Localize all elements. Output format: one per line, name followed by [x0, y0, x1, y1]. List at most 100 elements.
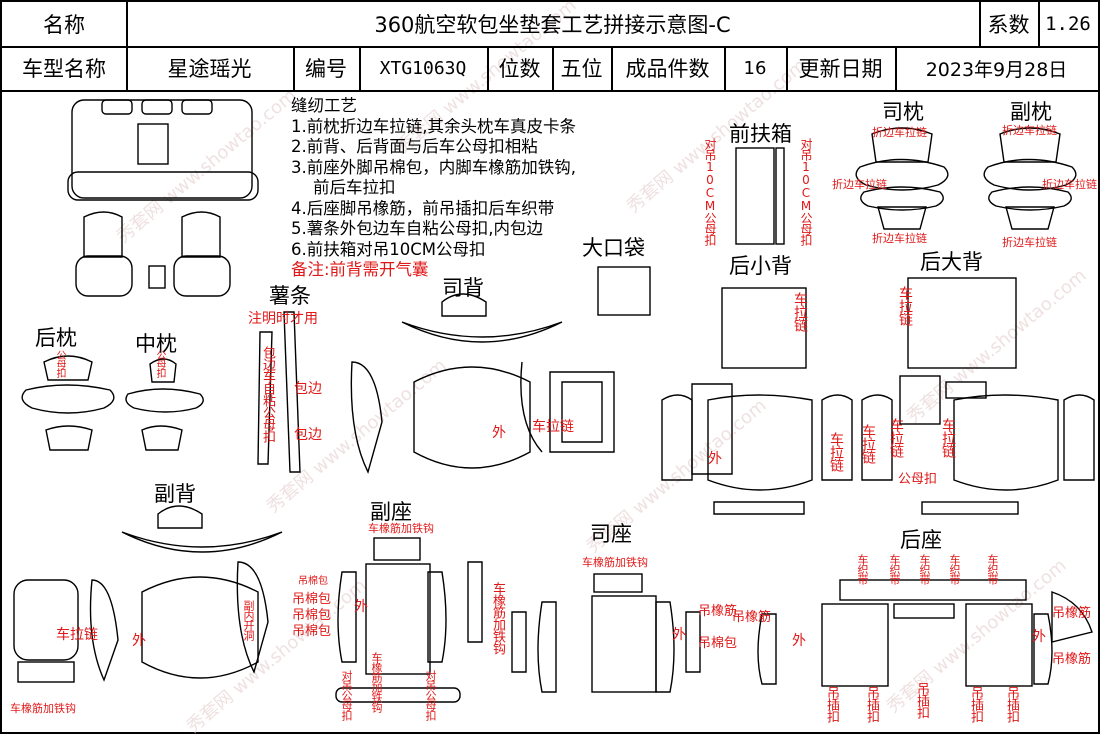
outer-note: 外	[132, 633, 146, 649]
passenger-seat-pattern	[335, 537, 483, 703]
hang-elastic-note: 吊橡筋	[698, 604, 738, 619]
elastic-hook-note: 车橡筋加铁钩	[490, 582, 505, 654]
cotton-bag-note: 吊棉包	[292, 608, 332, 623]
remark: 备注:前背需开气囊	[291, 260, 429, 279]
fries-note: 注明时才用	[248, 311, 318, 327]
passenger-back-title: 副背	[154, 482, 196, 506]
outer-note: 外	[792, 633, 806, 649]
hang-buckle-note: 吊插扣	[864, 686, 879, 722]
fries-strip-title: 薯条	[269, 284, 311, 308]
rear-bench-overview	[67, 99, 259, 201]
cotton-bag-note: 吊棉包	[292, 592, 332, 607]
header-divider	[359, 46, 361, 90]
header-divider	[487, 46, 489, 90]
front-armrest-pattern	[735, 147, 785, 245]
date-value: 2023年9月28日	[925, 58, 1068, 81]
hang-buckle-note: 吊插扣	[914, 682, 929, 718]
cotton-bag-note: 吊棉包	[292, 624, 332, 639]
rear-seat-pattern	[757, 579, 1093, 687]
outer-note: 外	[672, 627, 686, 643]
outer-note: 外	[492, 425, 506, 441]
rear-pillow-title: 后枕	[35, 326, 77, 350]
header-divider	[895, 46, 897, 90]
passenger-pillow-pattern	[983, 127, 1077, 230]
pair-hook-note: 车橡筋加铁钩	[370, 652, 383, 712]
outer-note: 外	[708, 451, 722, 467]
process-step: 5.薯条外包边车自粘公母扣,内包边	[291, 219, 543, 238]
webbing-note: 车织带	[856, 554, 869, 584]
big-bag-pattern	[597, 266, 651, 316]
fold-zipper-note: 折边车拉链	[872, 126, 927, 139]
page-title: 360航空软包坐垫套工艺拼接示意图-C	[374, 13, 731, 37]
driver-pillow-title: 司枕	[882, 100, 924, 124]
rear-pillow-pattern	[21, 355, 115, 451]
cotton-bag-note: 吊棉包	[698, 636, 738, 651]
passenger-seat-title: 副座	[370, 500, 412, 524]
fold-zipper-note: 折边车拉链	[872, 232, 927, 245]
process-step: 1.前枕折边车拉链,其余头枕车真皮卡条	[291, 116, 576, 136]
process-step: 3.前座外脚吊棉包，内脚车橡筋加铁钩,	[291, 157, 576, 177]
passenger-pillow-title: 副枕	[1010, 100, 1052, 124]
process-step: 2.前背、后背面与后车公母扣相粘	[291, 137, 538, 156]
webbing-note: 车织带	[986, 554, 999, 584]
fold-zipper-note: 折边车拉链	[832, 178, 887, 191]
passenger-back-pattern	[13, 505, 283, 683]
snap-note: 公母扣	[54, 350, 65, 377]
factor-value: 1.26	[1045, 13, 1091, 35]
rear-zipper-note: 车拉链	[940, 418, 956, 457]
process-step: 前后车拉扣	[313, 178, 396, 197]
binding-note: 包边	[294, 381, 322, 397]
hang-buckle-note: 吊插扣	[824, 686, 839, 722]
front-seats-overview	[75, 211, 231, 297]
process-step: 4.后座脚吊橡筋，前吊插扣后车织带	[291, 198, 555, 218]
header-divider	[724, 46, 726, 90]
fries-binding-note: 包边车自粘公母扣	[260, 346, 275, 442]
fold-zipper-note: 折边车拉链	[1042, 178, 1097, 191]
header-divider	[1038, 2, 1040, 46]
rear-zipper-note: 车拉链	[828, 432, 844, 471]
fold-zipper-note: 折边车拉链	[1002, 124, 1057, 137]
snap-note: 公母扣	[898, 472, 938, 487]
pieces-value: 16	[743, 57, 767, 79]
airbag-note: 副内开洞	[242, 600, 255, 640]
zipper-note: 车拉链	[532, 419, 574, 435]
process-step: 6.前扶箱对吊10CM公母扣	[291, 239, 486, 259]
snap-note: 公母扣	[154, 350, 165, 377]
webbing-note: 车织带	[888, 554, 901, 584]
rear-zipper-note: 车拉链	[888, 418, 904, 457]
model-value: 星途瑶光	[167, 57, 252, 81]
webbing-note: 车织带	[948, 554, 961, 584]
rear-zipper-note: 车拉链	[792, 292, 808, 331]
elastic-hook-note: 车橡筋加铁钩	[368, 522, 434, 535]
header-divider	[979, 2, 981, 46]
seats-label: 位数	[498, 57, 541, 81]
outer-note: 外	[1032, 629, 1046, 645]
code-value: XTG1063Q	[379, 57, 467, 79]
rear-small-back-title: 后小背	[729, 254, 792, 278]
cotton-bag-note: 吊棉包	[298, 576, 328, 587]
process-notes: 缝纫工艺 1.前枕折边车拉链,其余头枕车真皮卡条 2.前背、后背面与后车公母扣相…	[291, 96, 576, 281]
binding-note: 包边	[294, 427, 322, 443]
elastic-hook-note: 车橡筋加铁钩	[10, 702, 76, 715]
header-divider	[786, 46, 788, 90]
model-label: 车型名称	[22, 57, 106, 81]
code-label: 编号	[305, 57, 347, 81]
fries-strip-pattern	[257, 311, 301, 473]
header-divider	[552, 46, 554, 90]
rear-small-back-pattern	[661, 287, 853, 515]
hang-buckle-note: 吊插扣	[968, 686, 983, 722]
seats-value: 五位	[560, 57, 603, 81]
webbing-note: 车织带	[918, 554, 931, 584]
header-divider	[2, 90, 1098, 92]
pieces-label: 成品件数	[625, 57, 710, 81]
hang-elastic-note: 吊橡筋	[1052, 606, 1092, 621]
rear-zipper-note: 车拉链	[860, 424, 876, 463]
outer-note: 外	[354, 599, 368, 615]
hang-elastic-note: 吊橡筋	[732, 610, 772, 625]
pair-snap-note: 对吊公母扣	[424, 670, 437, 720]
armrest-note-left: 对吊10CM公母扣	[703, 138, 717, 245]
driver-back-title: 司背	[442, 276, 484, 300]
middle-pillow-title: 中枕	[135, 332, 177, 356]
